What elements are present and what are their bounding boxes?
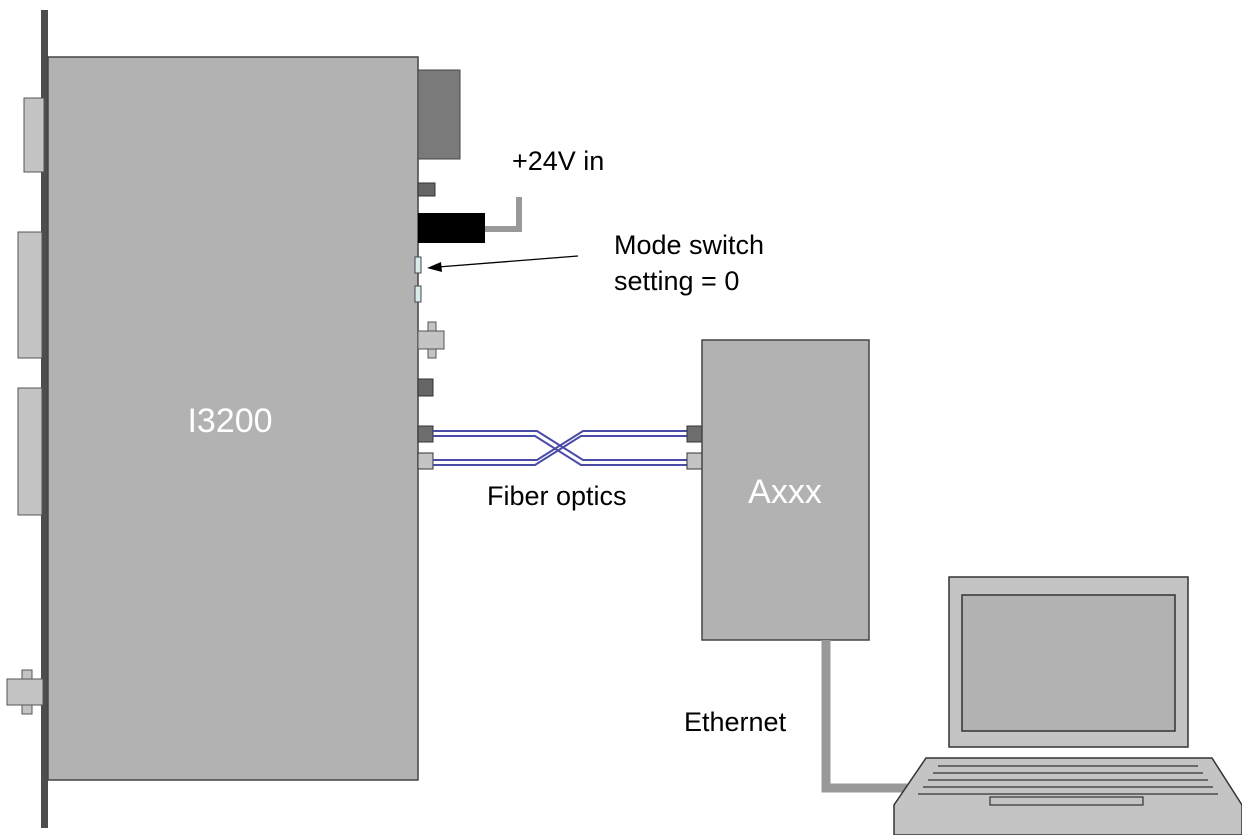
- mode-switch-arrow: [427, 255, 579, 272]
- fiber-optics-label: Fiber optics: [487, 481, 627, 511]
- left-connector-lower: [17, 387, 43, 516]
- mode-switch-label-line2: setting = 0: [614, 266, 739, 296]
- laptop-icon: [893, 576, 1242, 835]
- mode-switch-label-line1: Mode switch: [614, 230, 764, 260]
- fiber-port-unit-1: [417, 425, 434, 443]
- fiber-port-axxx-2: [686, 452, 703, 470]
- front-panel-plate: [41, 10, 48, 828]
- axxx-label: Axxx: [748, 473, 822, 511]
- power-plug: [418, 213, 485, 243]
- i3200-unit-body: [47, 56, 419, 781]
- mode-switch-2: [414, 285, 422, 303]
- fiber-optic-cable: [433, 430, 687, 466]
- power-cable: [485, 197, 522, 232]
- mode-switch-1: [414, 256, 422, 274]
- left-bnc-connector: [6, 669, 44, 715]
- ethernet-label: Ethernet: [684, 707, 787, 737]
- axxx-unit-body: [701, 339, 870, 641]
- laptop-keyboard: [918, 765, 1218, 795]
- laptop-screen: [961, 594, 1176, 732]
- ethernet-cable: [821, 640, 928, 793]
- fiber-port-axxx-1: [686, 425, 703, 443]
- left-connector-middle: [17, 231, 43, 359]
- laptop-touchpad: [989, 796, 1144, 806]
- i3200-label: I3200: [187, 402, 272, 440]
- left-connector-top: [23, 97, 45, 173]
- fiber-port-unit-2: [417, 452, 434, 470]
- power-supply-block: [417, 69, 461, 160]
- power-label: +24V in: [512, 146, 604, 176]
- bnc-connector-right: [417, 321, 445, 359]
- small-connector-2: [417, 378, 434, 397]
- small-connector-1: [417, 182, 436, 197]
